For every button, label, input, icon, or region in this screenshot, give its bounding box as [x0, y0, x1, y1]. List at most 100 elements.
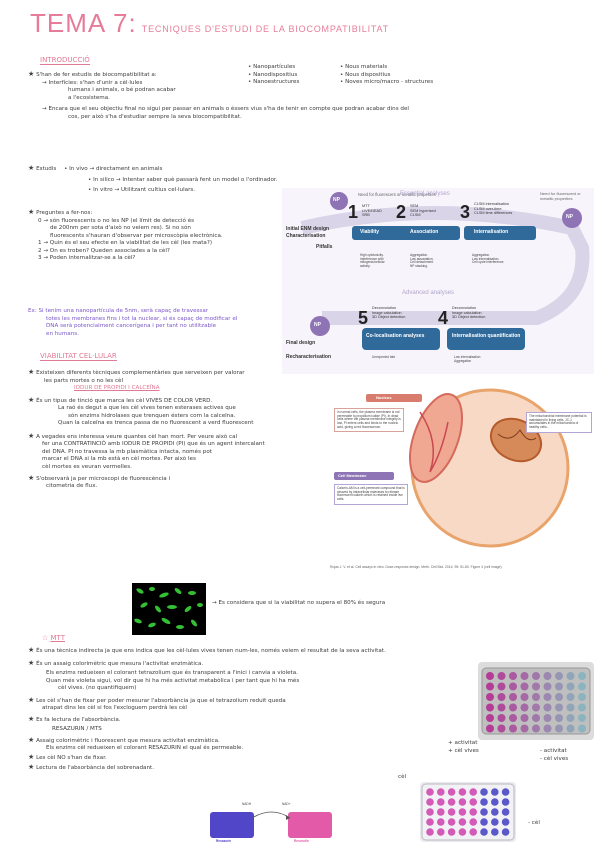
resazurin-well [426, 798, 434, 806]
low-internalisation-label: Low internalisation Aggregation [454, 355, 481, 363]
step3-pitfall: Aggregation. Low internalisation. Cell c… [472, 253, 505, 265]
mtt-well [486, 682, 494, 691]
mtt-well [566, 714, 575, 722]
resazurin-well [480, 808, 488, 816]
cell-diagram: Nucleus In normal cells, the plasma memb… [330, 382, 594, 552]
resazurin-well [437, 808, 445, 816]
mtt-well [543, 693, 552, 701]
resazurin-well [480, 818, 488, 826]
mtt-well [543, 724, 552, 733]
np-badge-top-label: NP [333, 197, 340, 203]
mtt-well [543, 672, 552, 680]
need-right-label: Need for fluorescent or metallic propert… [540, 191, 581, 201]
mtt-well [555, 682, 563, 691]
mtt-well [555, 724, 563, 733]
resazurin-well [437, 828, 445, 836]
resazurin-well [437, 788, 445, 796]
mtt-well [497, 703, 506, 712]
mtt-well [532, 672, 540, 680]
resazurin-well [501, 818, 510, 826]
mtt-well [532, 703, 540, 712]
mtt-text: ★ És una tècnica indirecta ja que ens in… [28, 646, 386, 771]
resazurin-well [426, 788, 434, 796]
resorufin-label: Resorufin [294, 839, 309, 843]
resazurin-well [480, 798, 488, 806]
mtt-well [520, 703, 529, 712]
mtt-well [486, 724, 494, 733]
figure-citation: Rojas J. V. et al. Cell assays in vitro.… [330, 565, 503, 569]
mtt-well [532, 724, 540, 733]
mtt-well [532, 693, 540, 701]
fluorescence-image [132, 583, 206, 635]
step5-number: 5 [358, 308, 369, 328]
essential-label: Essential analyses [400, 191, 450, 197]
mtt-well [555, 672, 563, 680]
mtt-well [578, 714, 586, 722]
mtt-well [555, 703, 563, 712]
resazurin-well [447, 798, 456, 806]
step4-methods: Deconvolution Image calculation 3D Objec… [452, 306, 486, 320]
resazurin-well [458, 788, 467, 796]
step1-name: Viability [360, 229, 380, 235]
mtt-well [566, 672, 575, 680]
mtt-well [497, 724, 506, 733]
mtt-well [486, 693, 494, 701]
mtt-well [486, 703, 494, 712]
step1-methods: MTT LIVE/DEAD SRB [362, 204, 382, 218]
nucleus-tag [366, 394, 422, 402]
step1-pitfall: High cytotoxicity. Interference with mit… [360, 253, 385, 269]
step2-name: Association [410, 229, 439, 235]
resazurin-well [469, 808, 477, 816]
resazurin-well [480, 828, 488, 836]
np-badge-bottom-label: NP [314, 322, 321, 328]
resazurin-well [458, 818, 467, 826]
resazurin-well [426, 818, 434, 826]
resazurin-well [458, 798, 467, 806]
mtt-well [578, 693, 586, 701]
mtt-well [509, 714, 517, 722]
intro-col1: • Nanopartícules • Nanodispositius • Nan… [248, 64, 300, 86]
resazurin-molecule [210, 812, 254, 838]
resazurin-well [458, 828, 467, 836]
np-badge-top [330, 192, 348, 210]
viabilitat-heading: VIABILITAT CEL·LULAR [40, 352, 117, 361]
step5-name: Co-localisation analyses [366, 333, 425, 339]
viability-threshold: → Es considera que si la viabilitat no s… [212, 600, 386, 606]
mtt-well [497, 693, 506, 701]
intro-heading: INTRODUCCIÓ [40, 56, 90, 65]
pitfalls-label: Pitfalls [316, 244, 333, 250]
mtt-well [509, 724, 517, 733]
mtt-well [509, 703, 517, 712]
preguntes-block: ★ Preguntes a fer-nos: 0 → són fluoresce… [28, 208, 223, 262]
recharacterisation-label: Recharacterisation [286, 354, 332, 360]
unexpected-fate-label: Unexpected fate [372, 355, 396, 359]
mtt-well [497, 682, 506, 691]
mtt-well [555, 714, 563, 722]
resazurin-well [447, 808, 456, 816]
cell-membrane-tag [334, 472, 394, 480]
resazurin-well [447, 818, 456, 826]
mtt-plate-svg [481, 667, 591, 735]
mito-desc: The mitochondrial membrane potential is … [526, 412, 592, 433]
resazurin-well [447, 788, 456, 796]
mtt-well [520, 693, 529, 701]
step2-number: 2 [396, 202, 407, 222]
resazurin-cel-label: cèl [398, 774, 407, 780]
mtt-well [578, 682, 586, 691]
mtt-well [566, 703, 575, 712]
resazurin-less-cel: - cèl [528, 820, 540, 826]
resazurin-well [469, 818, 477, 826]
mtt-well [486, 672, 494, 680]
resazurin-well [491, 798, 499, 806]
characterisation-label: Characterisation [286, 233, 326, 239]
mtt-well [566, 682, 575, 691]
mtt-well [486, 714, 494, 722]
mtt-well [520, 682, 529, 691]
step2-methods: SEM SEM hyperised CLSM [410, 204, 436, 218]
step3-methods: CLSM internalisation CLSM over-time CLSM… [474, 202, 513, 216]
nucleus-tag-label: Nucleus [376, 395, 392, 400]
mtt-well [520, 672, 529, 680]
resazurin-well [501, 788, 510, 796]
mtt-well [543, 703, 552, 712]
enm-diagram: Need for fluorescent or metallic propert… [282, 188, 594, 374]
